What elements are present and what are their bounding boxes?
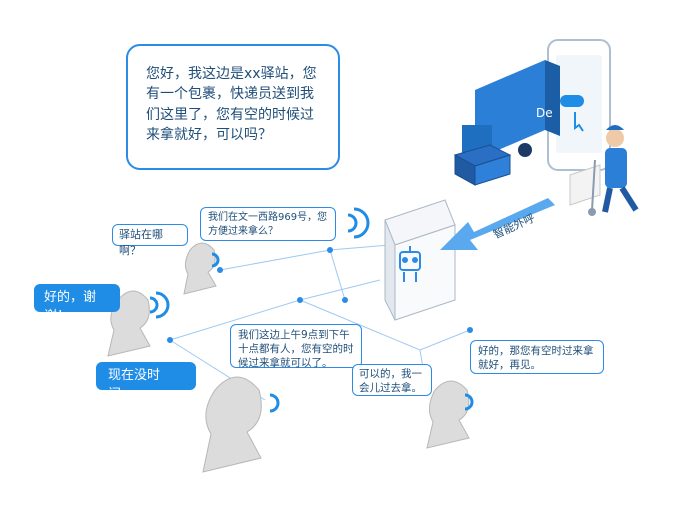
no-time-bubble: 现在没时间。 (96, 362, 196, 402)
robot-icon (399, 246, 421, 282)
address-reply-text: 我们在文一西路969号，您方便过来拿么？ (208, 212, 328, 237)
phone-illustration (547, 39, 611, 171)
courier-illustration (569, 125, 639, 216)
person-figures (107, 242, 470, 473)
come-later-bubble: 可以的，我一会儿过去拿。 (352, 364, 432, 396)
smart-call-arrow (440, 198, 555, 250)
come-later-text: 可以的，我一会儿过去拿。 (359, 368, 422, 395)
truck-text: De (536, 106, 553, 120)
ok-thanks-bubble: 好的，谢谢！ (34, 284, 120, 324)
station-greeting-bubble: 您好，我这边是xx驿站，您有一个包裹，快递员送到我们这里了，您有空的时候过来拿就… (126, 44, 340, 170)
hours-reply-text: 我们这边上午9点到下午十点都有人，您有空的时候过来拿就可以了。 (238, 329, 354, 370)
package-boxes (453, 144, 512, 186)
hours-reply-bubble: 我们这边上午9点到下午十点都有人，您有空的时候过来拿就可以了。 (230, 324, 362, 370)
address-reply-bubble: 我们在文一西路969号，您方便过来拿么？ (200, 207, 336, 241)
where-station-text: 驿站在哪啊？ (119, 228, 163, 257)
ok-thanks-text: 好的，谢谢！ (44, 290, 97, 324)
signal-icons (149, 207, 474, 413)
where-station-bubble: 驿站在哪啊？ (112, 224, 188, 257)
ai-server-box (384, 199, 456, 321)
ok-bye-bubble: 好的，那您有空时过来拿就好，再见。 (470, 340, 604, 374)
station-greeting-text: 您好，我这边是xx驿站，您有一个包裹，快递员送到我们这里了，您有空的时候过来拿就… (146, 66, 317, 143)
ok-bye-text: 好的，那您有空时过来拿就好，再见。 (478, 345, 594, 372)
no-time-text: 现在没时间。 (108, 368, 161, 402)
